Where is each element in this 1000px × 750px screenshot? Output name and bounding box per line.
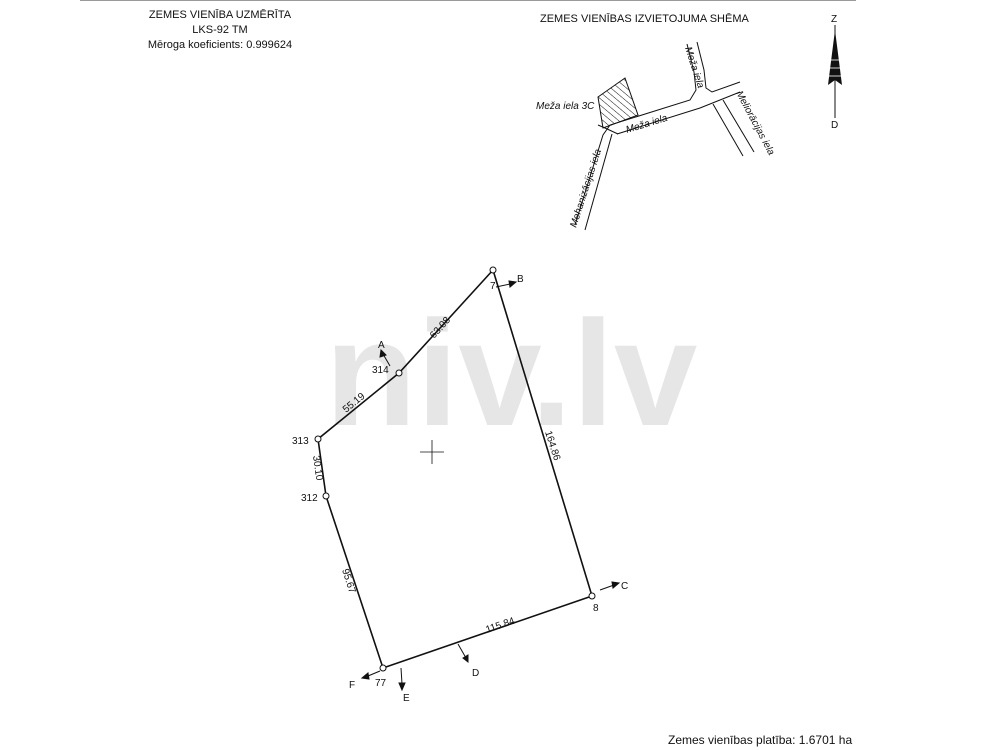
parcel-area-label: Zemes vienības platība: 1.6701 ha — [668, 733, 853, 747]
neighbor-label-d: D — [472, 668, 479, 679]
neighbor-label-b: B — [517, 274, 524, 285]
survey-title: ZEMES VIENĪBA UZMĒRĪTA — [148, 9, 292, 21]
point-label-314: 314 — [372, 365, 389, 376]
neighbor-arrow-icon-a — [379, 348, 391, 367]
boundary-marker-312 — [322, 492, 330, 500]
point-label-312: 312 — [301, 493, 318, 504]
street-label-meza-vertical: Meža iela — [682, 46, 706, 91]
street-label-mehanizacijas: Mehanizācijas iela — [568, 147, 604, 229]
survey-header: ZEMES VIENĪBA UZMĒRĪTA LKS-92 TM Mēroga … — [120, 8, 320, 53]
point-label-8: 8 — [593, 603, 599, 614]
parcel-center-mark — [420, 440, 444, 464]
neighbor-arrow-icon-b — [495, 280, 518, 288]
location-scheme-title: ZEMES VIENĪBAS IZVIETOJUMA SHĒMA — [540, 13, 749, 25]
side-length-312-77: 95.67 — [339, 568, 357, 596]
compass-south-label: D — [831, 120, 838, 131]
neighbor-label-a: A — [378, 340, 385, 351]
street-label-melioracijas: Meliorācijas iela — [733, 89, 776, 157]
neighbor-label-c: C — [621, 581, 628, 592]
parcel-address-label: Meža iela 3C — [536, 101, 595, 112]
watermark-text: niv.lv — [325, 289, 697, 457]
point-label-7: 7 — [490, 281, 496, 292]
top-border-line — [80, 0, 856, 1]
compass-north-label: Z — [831, 14, 837, 25]
point-label-313: 313 — [292, 436, 309, 447]
neighbor-arrow-icon-e — [398, 667, 406, 692]
point-label-77: 77 — [375, 678, 387, 689]
parcel-location-hatch — [597, 77, 639, 129]
north-arrow-icon: Z D — [828, 14, 842, 131]
boundary-marker-314 — [395, 369, 403, 377]
neighbor-label-f: F — [349, 680, 355, 691]
side-length-77-8: 115.84 — [484, 616, 516, 636]
boundary-point-markers — [314, 266, 596, 672]
coordinate-system: LKS-92 TM — [192, 24, 248, 36]
neighbor-arrow-icon-f — [360, 670, 381, 680]
side-length-313-312: 30.10 — [310, 455, 324, 482]
neighbor-arrow-icon-d — [457, 643, 469, 664]
neighbor-arrow-icon-c — [599, 581, 621, 591]
scale-factor: Mēroga koeficients: 0.999624 — [147, 39, 293, 51]
location-scheme-map — [574, 41, 755, 231]
boundary-marker-77 — [379, 664, 387, 672]
neighbor-arrows — [360, 280, 621, 692]
boundary-marker-7 — [489, 266, 497, 274]
neighbor-label-e: E — [403, 693, 410, 704]
boundary-marker-8 — [588, 592, 596, 600]
boundary-marker-313 — [314, 435, 322, 443]
